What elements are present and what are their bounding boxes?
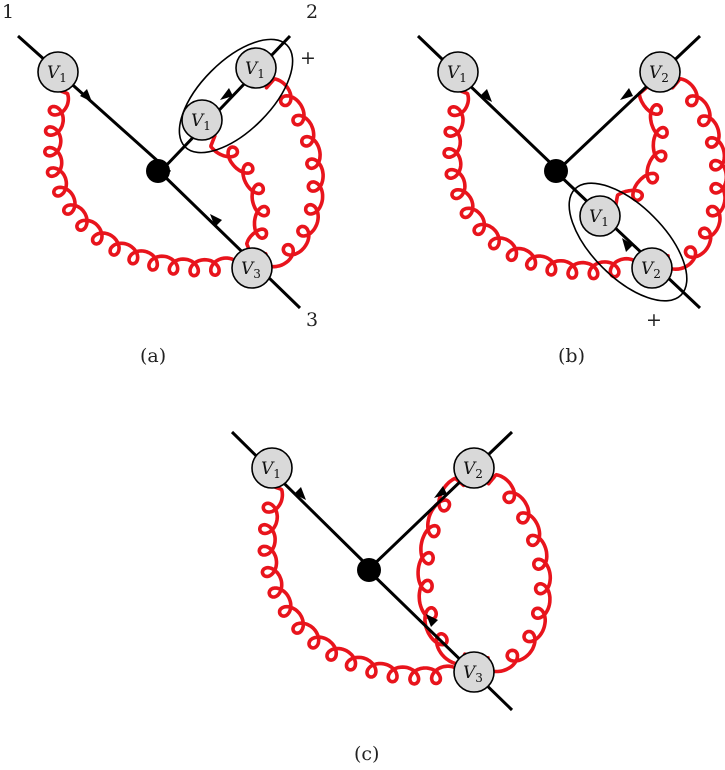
arrow-c-1: [294, 487, 306, 500]
svg-text:V1: V1: [47, 63, 67, 85]
leg-c-2: [366, 430, 514, 572]
caption-a: (a): [140, 345, 166, 367]
vertex-b-v1-left: V1: [437, 51, 479, 93]
leg-b-2: [554, 34, 702, 174]
leg-c-3: [366, 568, 514, 712]
svg-text:V3: V3: [463, 663, 483, 685]
gluon-b-outer: [442, 87, 639, 281]
gluon-b-right-outer: [666, 77, 725, 271]
plus-sign-a: +: [300, 47, 316, 69]
vertex-b-v2-low: V2: [631, 247, 673, 289]
leg-b-3: [554, 170, 702, 310]
svg-text:V3: V3: [241, 259, 261, 281]
gluon-c-right-outer: [486, 472, 553, 674]
svg-text:V1: V1: [245, 59, 265, 81]
caption-b: (b): [558, 345, 585, 367]
gluon-a-right-outer: [263, 77, 325, 269]
panel-c: V1 V2 V3 (c): [230, 430, 553, 765]
leg-label-3: 3: [306, 309, 318, 331]
vertex-blob-c: [357, 558, 381, 582]
caption-c: (c): [354, 743, 379, 765]
leg-a-3: [158, 170, 302, 310]
arrow-b-3: [622, 238, 633, 252]
svg-text:V1: V1: [589, 207, 609, 229]
ellipse-b: [568, 182, 688, 302]
arrow-a-1: [80, 89, 92, 102]
svg-text:V1: V1: [447, 63, 467, 85]
vertex-a-v1-top: V1: [235, 47, 277, 89]
vertex-b-v2-top: V2: [639, 51, 681, 93]
panel-b: V1 V2 V1 V2 + (b): [416, 34, 725, 367]
leg-c-1: [230, 430, 374, 572]
arrow-b-2: [620, 88, 633, 100]
ellipse-a: [178, 38, 294, 154]
gluon-a-outer: [43, 87, 239, 278]
leg-a-1: [16, 34, 172, 174]
gluon-b-right-inner: [613, 84, 669, 208]
vertex-blob-b: [544, 159, 568, 183]
panel-a: V1 V1 V1 V3 1 2 3 + (a): [2, 1, 325, 367]
leg-label-1: 1: [2, 1, 14, 23]
svg-text:V1: V1: [191, 111, 211, 133]
gluon-c-outer: [257, 483, 461, 686]
gluon-a-right-inner: [209, 134, 271, 256]
vertex-b-v1-mid: V1: [579, 195, 621, 237]
arrow-c-3: [426, 614, 438, 627]
arrow-a-3: [210, 214, 222, 227]
vertex-blob-a: [146, 159, 170, 183]
gluon-c-right-inner: [416, 476, 467, 666]
svg-text:V2: V2: [463, 459, 483, 481]
svg-text:V2: V2: [649, 63, 669, 85]
arrow-c-2: [434, 486, 447, 498]
leg-b-1: [416, 34, 562, 174]
vertex-a-v1-left: V1: [37, 51, 79, 93]
vertex-a-v1-mid: V1: [181, 99, 223, 141]
vertex-a-v3: V3: [231, 247, 273, 289]
arrow-a-2: [220, 88, 233, 100]
plus-sign-b: +: [646, 309, 662, 331]
vertex-c-v1: V1: [251, 447, 293, 489]
svg-text:V2: V2: [641, 259, 661, 281]
arrow-b-1: [480, 89, 492, 102]
vertex-c-v2: V2: [453, 447, 495, 489]
leg-label-2: 2: [306, 1, 318, 23]
svg-text:V1: V1: [261, 459, 281, 481]
vertex-c-v3: V3: [453, 651, 495, 693]
